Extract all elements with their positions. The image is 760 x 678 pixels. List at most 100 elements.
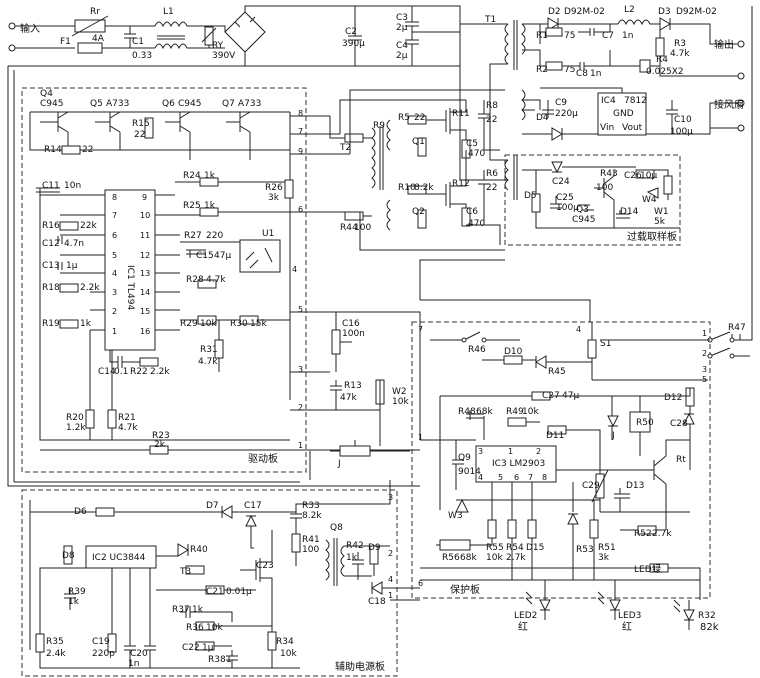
value-c24: 100μ: [556, 203, 579, 213]
resistor-r26: [284, 179, 294, 199]
value-r18: 2.2k: [80, 283, 100, 293]
label-q1: R11: [452, 109, 470, 119]
drive-pin-4: 4: [292, 265, 297, 274]
label-r7: R5: [398, 113, 410, 123]
label-r5: T2: [339, 143, 351, 153]
label-r36: C22: [182, 643, 200, 653]
resistor-r1: [545, 27, 563, 37]
resistor-r21: [107, 409, 117, 429]
ic4-vout: Vout: [622, 123, 643, 133]
label-r34: R35: [46, 637, 64, 647]
label-r6: R44: [340, 223, 358, 233]
label-r37: R36: [186, 623, 204, 633]
value-w1: 100n: [342, 329, 365, 339]
value-r38: 10k: [280, 649, 297, 659]
label-c29: D13: [626, 481, 644, 491]
fan-terminal-top: [737, 99, 745, 107]
ic4-vin: Vin: [600, 123, 614, 133]
label-r1: R1: [536, 31, 548, 41]
value-c2: 390μ: [342, 39, 365, 49]
diode-d8: [177, 543, 189, 557]
output-terminal-top: [737, 40, 745, 48]
protect-board-title: 保护板: [450, 583, 480, 596]
value-w4: 5k: [654, 217, 666, 227]
value-c7: 1n: [622, 31, 633, 41]
bridge-rectifier: [209, 5, 355, 66]
label-r54: D15: [526, 543, 544, 553]
value-d2: D92M-02: [564, 7, 605, 17]
resistor-r9: [417, 137, 427, 157]
optocoupler-u1: [239, 239, 281, 273]
resistor-r3: [655, 37, 665, 57]
resistor-r40: [185, 565, 205, 575]
diode-d9: [371, 581, 383, 595]
resistor-r56: [487, 519, 497, 539]
label-w4: W1: [654, 207, 669, 217]
value-c3: 2μ: [396, 23, 408, 33]
output-terminal-bottom: [737, 72, 745, 80]
svg-text:1: 1: [388, 591, 393, 600]
value-c14: 0.1: [114, 367, 128, 377]
label-r2: R2: [536, 65, 548, 75]
diode-d7: [245, 514, 257, 527]
label-r46: D10: [504, 347, 523, 357]
value-r19: 1k: [80, 319, 92, 329]
value-c27: 68k: [476, 407, 493, 417]
label-ry: RY: [212, 41, 224, 51]
value-led2: 红: [622, 620, 632, 633]
label-rr: Rr: [90, 7, 100, 17]
value-r21: 4.7k: [118, 423, 138, 433]
ic3-pins: 3 1 2 4 5 6 7 8: [478, 447, 547, 482]
resistor-r53: [589, 519, 599, 539]
value-r13: 10k: [392, 397, 409, 407]
value-c18: 1k: [68, 597, 80, 607]
value-r39: 0.01μ: [226, 587, 252, 597]
label-c10: C10: [674, 115, 692, 125]
value-r41: 100: [302, 545, 319, 555]
value-r2: 75: [564, 65, 575, 75]
value-f1: 4A: [92, 34, 105, 44]
value-q7: A733: [238, 99, 261, 109]
label-d9: C18: [368, 597, 386, 607]
resistor-r54: [527, 519, 537, 539]
svg-text:15: 15: [140, 307, 150, 316]
diode-d14: [646, 187, 659, 199]
label-q7: Q7: [222, 99, 235, 109]
resistor-r32: [95, 507, 115, 517]
aux-connector: 3 2 4 1: [388, 493, 393, 600]
switch-s1[interactable]: [707, 331, 741, 359]
value-c25: C945: [572, 215, 595, 225]
input-label: 输入: [20, 22, 40, 35]
value-q4: C945: [40, 99, 63, 109]
label-c16: R13: [344, 381, 362, 391]
label-t3: Q8: [330, 523, 343, 533]
ic1-tl494: [104, 189, 156, 351]
svg-text:16: 16: [140, 327, 150, 336]
label-q5: Q5: [90, 99, 103, 109]
ic3-label: IC3 LM2903: [492, 459, 545, 469]
value-c11: 10n: [64, 181, 81, 191]
svg-text:9: 9: [298, 147, 303, 156]
value-r24: 1k: [204, 171, 216, 181]
resistor-r16: [59, 221, 79, 231]
svg-text:1: 1: [298, 441, 303, 450]
label-q2: R12: [452, 179, 470, 189]
svg-text:3: 3: [702, 365, 707, 374]
svg-text:1: 1: [112, 327, 117, 336]
value-c10: 100μ: [670, 127, 693, 137]
ic4-label: IC4: [601, 96, 616, 106]
svg-text:3: 3: [388, 493, 393, 502]
label-r33: D8: [62, 551, 75, 561]
label-r12: C6: [466, 207, 478, 217]
value-r12: 470: [468, 219, 485, 229]
resistor-r33: [63, 545, 73, 565]
pot-w2: [339, 445, 371, 457]
resistor-r12: [461, 207, 471, 227]
value-c5: 22: [486, 115, 497, 125]
label-d11: J: [611, 431, 615, 441]
label-c26: D14: [620, 207, 639, 217]
value-r37: 10k: [206, 623, 223, 633]
value-r20: 1.2k: [66, 423, 86, 433]
label-r44: D5: [524, 191, 537, 201]
